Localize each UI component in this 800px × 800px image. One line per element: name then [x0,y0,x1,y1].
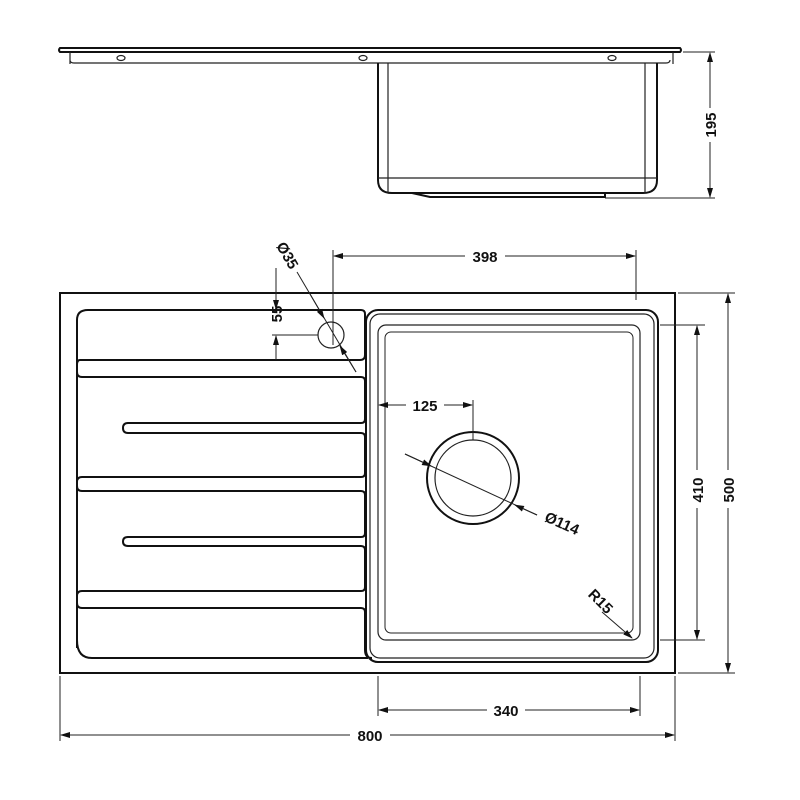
bowl-rim [365,309,659,663]
dimension-398-label: 398 [472,249,497,266]
drain-diameter-label: Ø114 [542,509,582,539]
side-bowl [377,63,658,194]
bowl-basin-inner [384,331,634,634]
leader-arrow [339,345,357,373]
dimension-55-label: 55 [269,306,286,323]
dimension-800-label: 800 [357,728,382,745]
side-flange [58,47,682,53]
drainer-rib [76,376,373,659]
dimension-410-label: 410 [690,477,707,502]
leader-arrow [514,504,538,516]
corner-radius-label: R15 [584,586,615,617]
leader-arrow [404,453,432,467]
drain-outer [426,431,520,525]
side-drain [411,192,606,198]
side-flange-lip [69,52,674,64]
drainer-border [76,309,366,648]
sink-outline [59,292,676,674]
mounting-hole [116,54,126,62]
plan-view: 398 55 Ø35 125 Ø114 R15 410 [59,239,738,745]
drain-inner [434,439,512,517]
dimension-125-label: 125 [412,398,437,415]
side-bowl-inner [378,63,657,193]
drainer-bottom [76,639,368,659]
tap-hole-diameter-label: Ø35 [272,239,301,272]
dimension-340-label: 340 [493,703,518,720]
mounting-hole [607,54,617,62]
mounting-hole [358,54,368,62]
dimension-500-label: 500 [721,477,738,502]
leader-arrow [309,293,325,319]
radius-leader [601,611,633,639]
bowl-rim-inner [369,313,655,659]
bowl-basin [377,324,641,641]
side-view: 195 [58,47,720,199]
dimension-195-label: 195 [703,112,720,137]
